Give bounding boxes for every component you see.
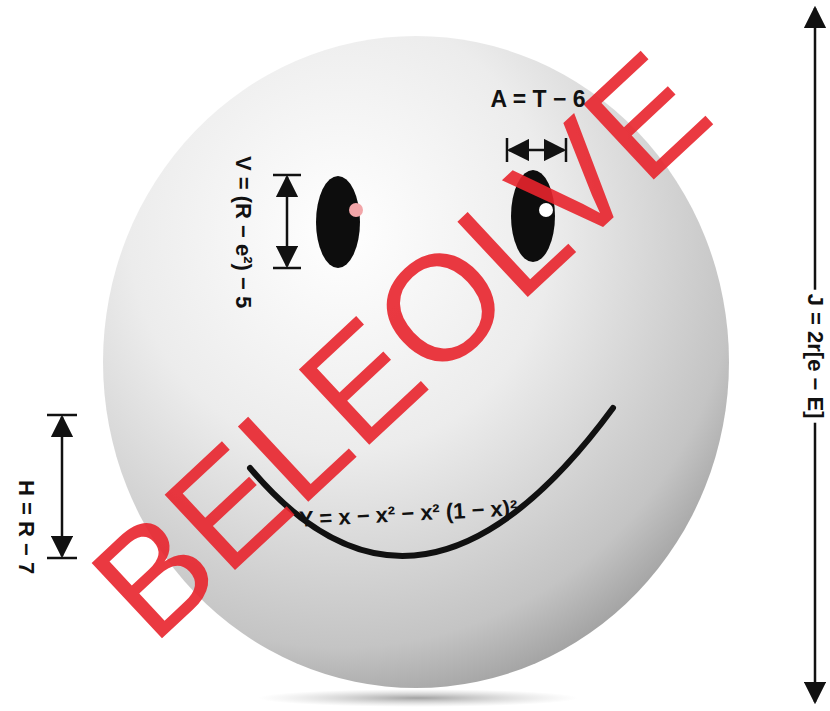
dimension-label: V = (R − e²) − 5 — [231, 156, 255, 308]
dimension-label: H = R − 7 — [14, 480, 38, 574]
eye-highlight — [349, 203, 363, 217]
watermark: BELEOLVE — [61, 21, 739, 669]
ground-shadow — [258, 689, 578, 707]
left-eye — [316, 176, 360, 268]
dimension-label: J = 2r[e − E] — [803, 290, 827, 423]
eye-height-dimension — [273, 175, 301, 268]
dimension-label: A = T − 6 — [490, 87, 585, 112]
